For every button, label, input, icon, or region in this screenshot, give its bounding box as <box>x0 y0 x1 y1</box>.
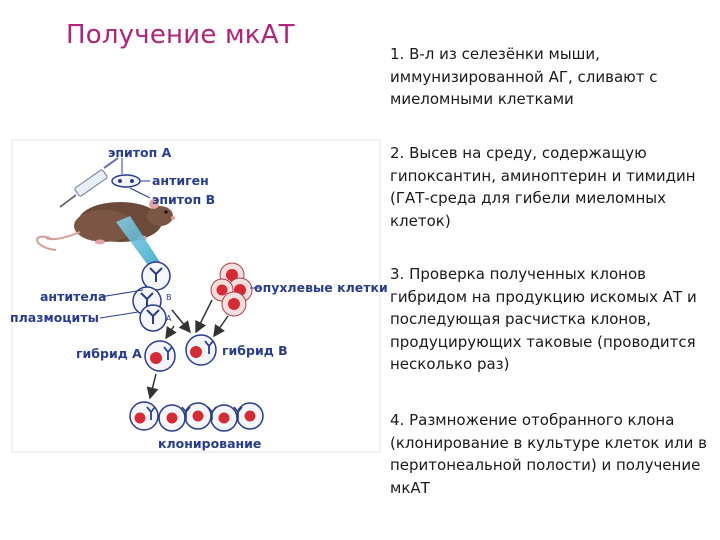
plasmocyte-cell <box>141 261 171 291</box>
plasmocyte-cell <box>139 304 167 332</box>
leader-line <box>99 289 144 298</box>
hybrid-b-label: гибрид В <box>222 343 288 358</box>
clone-cell <box>236 402 264 430</box>
hybrid-a-label: гибрид А <box>76 346 142 361</box>
antigen-label: антиген <box>152 173 209 188</box>
step-2: 2. Высев на среду, содержащую гипоксанти… <box>390 144 696 230</box>
hybrid-b-cell <box>185 334 217 366</box>
cloning-arrow <box>146 373 159 400</box>
cloning-label: клонирование <box>158 436 261 451</box>
epitope-a-label: эпитоп А <box>108 145 172 160</box>
hybrid-a-cell <box>144 340 176 372</box>
fusion-arrow <box>195 299 213 334</box>
step-4: 4. Размножение отобранного клона (клонир… <box>390 411 707 497</box>
step-3: 3. Проверка полученных клонов гибридом н… <box>390 265 697 373</box>
clone-cell <box>184 402 212 430</box>
fusion-arrow <box>165 325 177 340</box>
tumor-cells-label: опухлевые клетки <box>254 280 388 295</box>
antigen-icon <box>111 174 141 188</box>
antibody-icon <box>207 406 217 420</box>
hybridoma-diagram: B A <box>10 139 388 453</box>
figure-frame <box>11 139 381 453</box>
leader-line <box>99 311 139 319</box>
clone-cell <box>129 401 159 431</box>
injection-arrow <box>116 216 160 268</box>
syringe-icon <box>59 157 119 208</box>
page-title: Получение мкАТ <box>66 20 295 50</box>
clone-cell <box>158 404 186 432</box>
clone-cell <box>210 404 238 432</box>
plasmocytes-label: плазмоциты <box>10 310 99 325</box>
antibody-icon <box>181 406 191 420</box>
cell-b-label: B <box>166 293 172 302</box>
cell-a-label: A <box>166 314 172 323</box>
antibodies-label: антитела <box>40 289 106 304</box>
epitope-b-label: эпитоп В <box>152 192 215 207</box>
tumor-cell <box>221 291 247 317</box>
fusion-arrow <box>213 315 229 338</box>
mouse-icon <box>36 199 175 251</box>
fusion-arrow <box>171 309 191 334</box>
antibody-icon <box>233 406 243 420</box>
step-1: 1. В-л из селезёнки мыши, иммунизированн… <box>390 45 658 108</box>
